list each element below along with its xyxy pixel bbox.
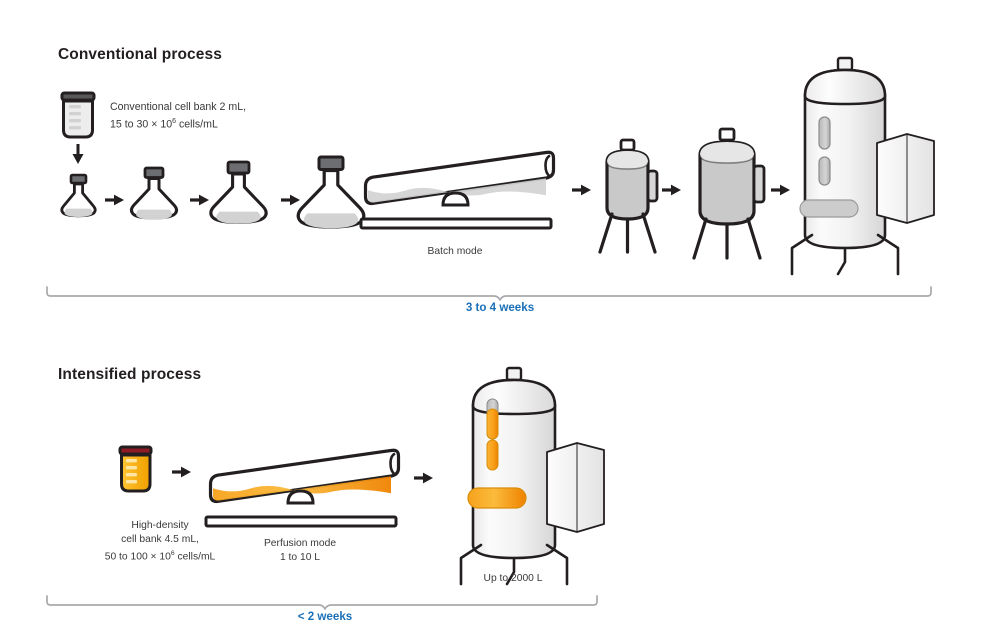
vial-graduation-mark xyxy=(69,126,81,130)
note-line-2-a: 15 to 30 × 10 xyxy=(110,118,173,131)
intensified-cell-bank-vial xyxy=(118,445,153,493)
arrow-right-icon-5 xyxy=(572,184,591,196)
page-title-conventional: Conventional process xyxy=(58,46,222,63)
flask-liquid xyxy=(136,209,172,220)
bracket-intensified xyxy=(46,595,598,610)
flask-1 xyxy=(60,173,97,218)
arrow-right-icon-3 xyxy=(281,194,300,206)
vial-graduation-mark xyxy=(69,119,81,123)
caption-batch-mode: Batch mode xyxy=(427,246,483,257)
rocker-bag-perfusion xyxy=(204,448,401,528)
note-line-2-b: cells/mL xyxy=(176,118,218,131)
tank-sight-slot-orange xyxy=(486,439,499,471)
production-tank-conventional xyxy=(790,56,935,276)
vial-graduation-mark xyxy=(126,466,137,470)
caption-line-3: 50 to 100 × 106 cells/mL xyxy=(105,547,216,564)
flask-liquid xyxy=(216,211,261,224)
caption-line-3-b: cells/mL xyxy=(174,551,216,563)
vial-graduation-mark xyxy=(126,480,137,484)
rocker-liquid xyxy=(368,178,546,203)
caption-line-3-a: 50 to 100 × 10 xyxy=(104,551,171,563)
vial-graduation-mark xyxy=(126,473,137,477)
vial-graduation-mark xyxy=(126,459,137,463)
arrow-right-icon-8 xyxy=(172,466,191,478)
caption-perfusion-mode: Perfusion mode 1 to 10 L xyxy=(264,537,336,565)
bracket-conventional xyxy=(46,286,932,301)
caption-line-1: Perfusion mode xyxy=(263,538,337,549)
vial-graduation-mark xyxy=(69,112,81,116)
arrow-down-icon xyxy=(72,144,84,164)
caption-high-density-cell-bank: High-density cell bank 4.5 mL, 50 to 100… xyxy=(105,519,216,564)
rocker-liquid xyxy=(213,476,391,501)
note-line-1: Conventional cell bank 2 mL, xyxy=(110,101,247,113)
vial-graduation-mark xyxy=(69,105,81,109)
flask-4 xyxy=(296,155,366,229)
page-title-intensified: Intensified process xyxy=(58,366,202,383)
tank-sight-slot xyxy=(818,156,831,186)
rocker-bag-batch xyxy=(359,150,556,230)
conventional-cell-bank-note: Conventional cell bank 2 mL, 15 to 30 × … xyxy=(110,100,246,132)
flask-2 xyxy=(129,166,179,220)
caption-line-2: cell bank 4.5 mL, xyxy=(121,534,199,545)
arrow-right-icon-2 xyxy=(190,194,209,206)
caption-line-1: High-density xyxy=(131,520,189,531)
note-line-2-exponent: 6 xyxy=(172,117,177,125)
bioreactor-small-2 xyxy=(692,127,766,260)
arrow-right-icon-7 xyxy=(771,184,790,196)
arrow-right-icon-9 xyxy=(414,472,433,484)
duration-label-intensified: < 2 weeks xyxy=(297,610,353,623)
duration-label-conventional: 3 to 4 weeks xyxy=(465,301,535,314)
arrow-right-icon-6 xyxy=(662,184,681,196)
flask-liquid xyxy=(64,208,93,217)
conventional-cell-bank-vial xyxy=(60,91,96,139)
caption-line-2: 1 to 10 L xyxy=(279,552,321,563)
caption-line-3-exponent: 6 xyxy=(170,550,175,557)
flask-3 xyxy=(209,160,268,224)
bioreactor-small-1 xyxy=(598,138,659,254)
tank-band xyxy=(799,199,859,218)
note-line-2: 15 to 30 × 106 cells/mL xyxy=(110,115,246,132)
tank-sight-slot-orange xyxy=(486,408,499,440)
tank-band-orange xyxy=(467,487,527,509)
flask-liquid xyxy=(303,213,359,229)
caption-tank-volume: Up to 2000 L xyxy=(483,573,543,584)
arrow-right-icon-1 xyxy=(105,194,124,206)
tank-sight-slot xyxy=(818,116,831,150)
production-tank-intensified xyxy=(459,366,605,586)
